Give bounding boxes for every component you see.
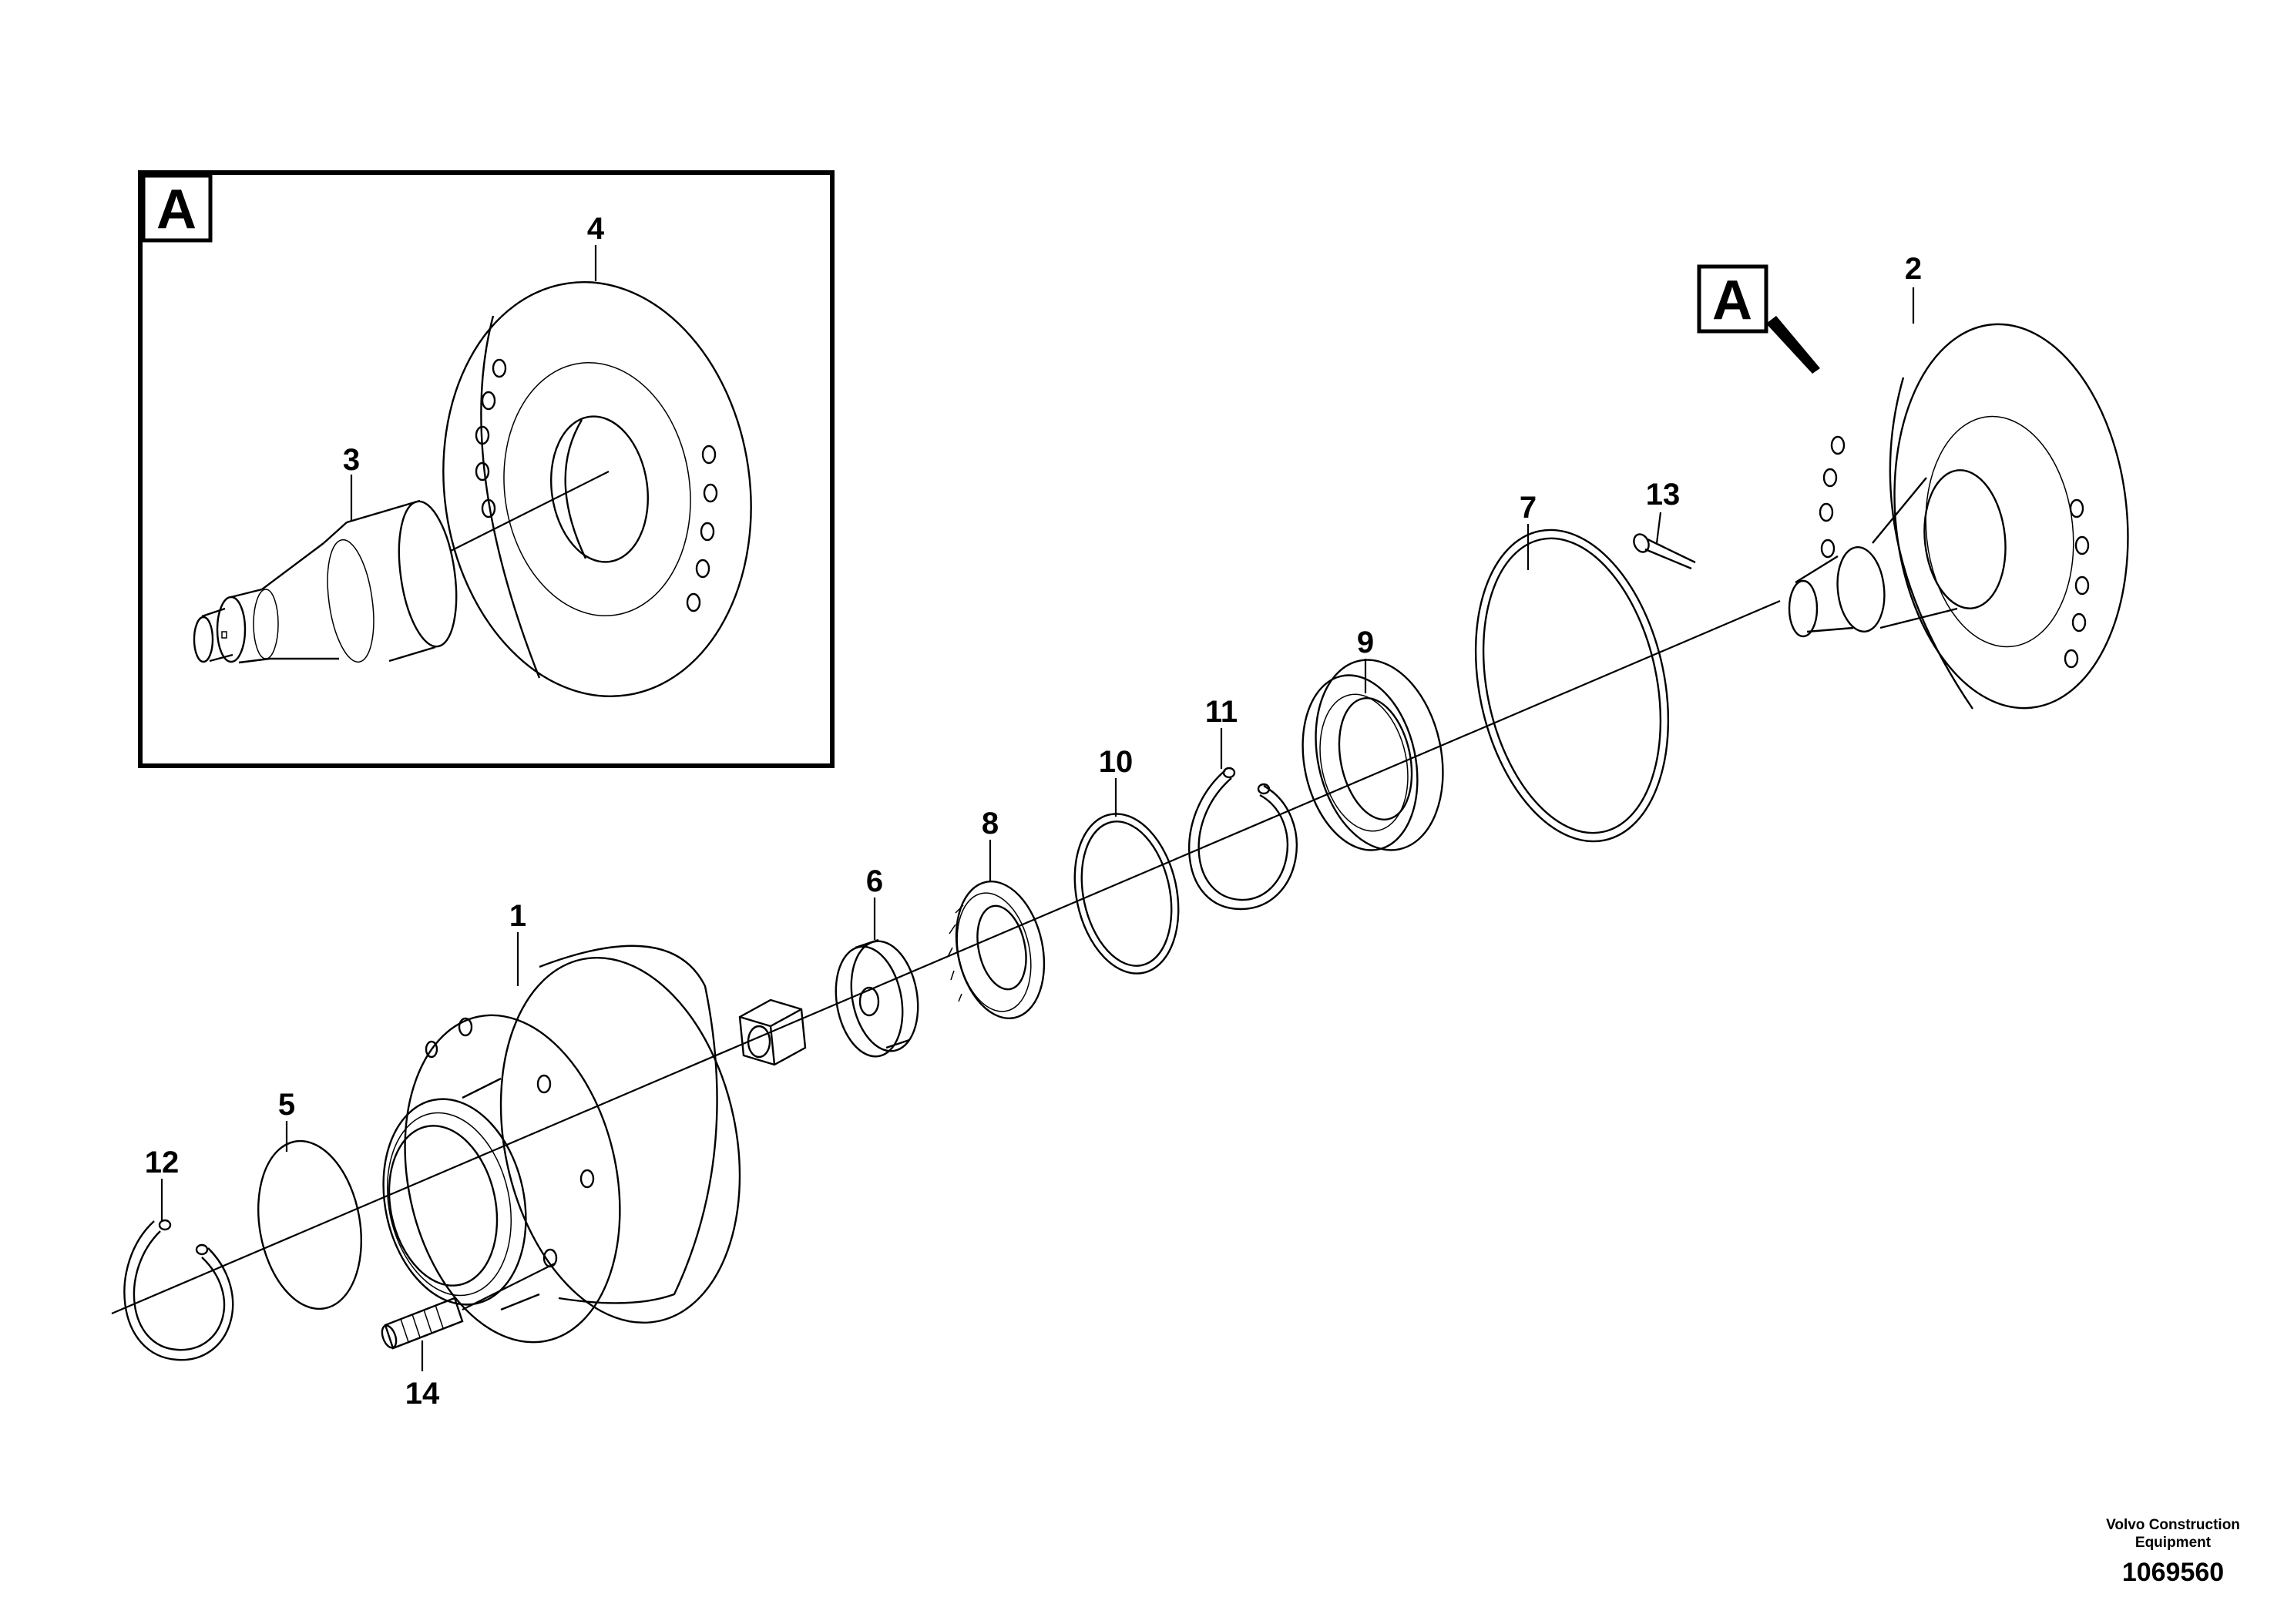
callout-4: 4 (587, 212, 605, 246)
hex-nut (738, 998, 807, 1066)
part-14-stud (381, 1297, 464, 1350)
part-12-retaining-ring (123, 1219, 234, 1361)
company-name-line1: Volvo Construction (2106, 1517, 2240, 1533)
reference-a-marker: A (1697, 264, 1820, 374)
inset-label-box (141, 173, 213, 243)
reference-label: A (1712, 270, 1752, 331)
callout-2: 2 (1905, 252, 1922, 286)
inset-frame (138, 170, 835, 768)
reference-arrow (1766, 316, 1820, 374)
callout-7: 7 (1520, 491, 1537, 525)
part-11-circlip (1187, 767, 1298, 911)
stud-axis (462, 1263, 556, 1310)
part-2-hub-spindle (1788, 323, 2129, 710)
part-5-cover-disc (257, 1139, 363, 1310)
part-9-bearing-cup (1302, 659, 1444, 851)
callout-10: 10 (1099, 745, 1134, 779)
callout-13: 13 (1646, 478, 1681, 512)
callout-9: 9 (1357, 626, 1374, 659)
part-4-disc (442, 281, 752, 697)
inset-label: A (156, 179, 196, 240)
callout-11: 11 (1205, 695, 1238, 729)
drawing-number: 1069560 (2122, 1558, 2224, 1587)
leader-13 (1655, 512, 1662, 544)
part-13-cotter-pin (1633, 533, 1696, 570)
part-7-o-ring (1474, 528, 1670, 843)
part-6-washer (835, 938, 919, 1058)
footer-block: Volvo Construction Equipment 1069560 (2106, 1517, 2240, 1587)
company-name-line2: Equipment (2135, 1535, 2212, 1551)
part-1-hub-housing (382, 945, 741, 1344)
callout-5: 5 (278, 1088, 295, 1122)
callout-1: 1 (509, 899, 526, 933)
part-3-spindle (193, 499, 458, 664)
callout-14: 14 (405, 1377, 440, 1411)
callout-8: 8 (982, 807, 999, 841)
reference-label-box (1697, 264, 1768, 334)
callout-12: 12 (145, 1146, 180, 1179)
part-8-roller-bearing (947, 881, 1046, 1019)
callout-6: 6 (866, 864, 883, 898)
callout-3: 3 (343, 443, 360, 477)
inset-assembly-axis (450, 471, 610, 552)
main-assembly-axis (111, 599, 1781, 1315)
part-10-shim-ring (1073, 813, 1180, 975)
detail-inset-a: A (138, 170, 835, 768)
